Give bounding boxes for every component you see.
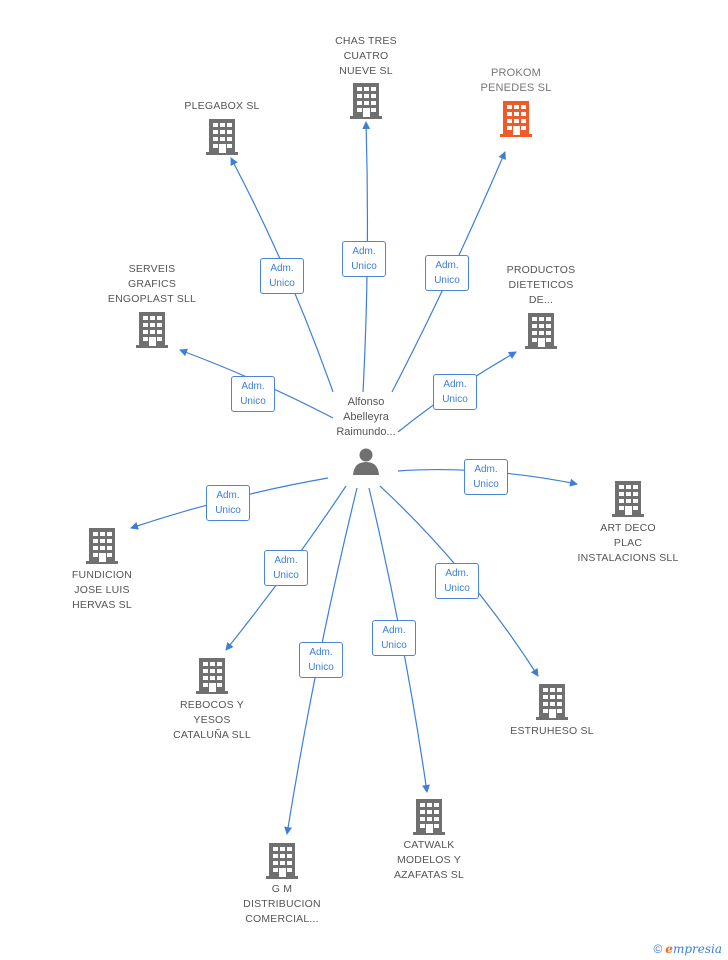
building-icon: [612, 481, 644, 517]
company-name: ART DECO PLAC INSTALACIONS SLL: [577, 522, 679, 564]
center-person[interactable]: Alfonso Abelleyra Raimundo...: [320, 395, 412, 476]
relation-badge-serveis[interactable]: Adm. Unico: [231, 376, 275, 412]
person-name: Alfonso Abelleyra Raimundo...: [336, 396, 396, 438]
building-icon: [136, 312, 168, 348]
company-name: REBOCOS Y YESOS CATALUÑA SLL: [173, 699, 251, 741]
company-serveis[interactable]: SERVEIS GRAFICS ENGOPLAST SLL: [90, 262, 214, 348]
company-gm[interactable]: G M DISTRIBUCION COMERCIAL...: [222, 843, 342, 927]
brand-logo-initial: e: [665, 942, 673, 956]
building-icon: [350, 83, 382, 119]
company-name: PROKOM PENEDES SL: [480, 67, 552, 94]
company-name: FUNDICION JOSE LUIS HERVAS SL: [71, 569, 133, 611]
building-icon: [86, 528, 118, 564]
company-name: PLEGABOX SL: [184, 100, 260, 112]
building-icon: [500, 101, 532, 137]
relation-badge-catwalk[interactable]: Adm. Unico: [372, 620, 416, 656]
relation-badge-fundicion[interactable]: Adm. Unico: [206, 485, 250, 521]
company-name: G M DISTRIBUCION COMERCIAL...: [243, 883, 321, 925]
relation-badge-gm[interactable]: Adm. Unico: [299, 642, 343, 678]
building-icon: [536, 684, 568, 720]
relation-badge-chas[interactable]: Adm. Unico: [342, 241, 386, 277]
brand-logo-text: mpresia: [672, 942, 722, 956]
company-name: CATWALK MODELOS Y AZAFATAS SL: [393, 839, 465, 881]
company-catwalk[interactable]: CATWALK MODELOS Y AZAFATAS SL: [369, 799, 489, 883]
person-icon: [353, 448, 379, 475]
building-icon: [206, 119, 238, 155]
brand-footer[interactable]: ©empresia: [653, 942, 722, 956]
company-chas[interactable]: CHAS TRES CUATRO NUEVE SL: [306, 34, 426, 119]
building-icon: [196, 658, 228, 694]
relation-badge-plegabox[interactable]: Adm. Unico: [260, 258, 304, 294]
company-fundicion[interactable]: FUNDICION JOSE LUIS HERVAS SL: [42, 528, 162, 613]
relation-badge-rebocos[interactable]: Adm. Unico: [264, 550, 308, 586]
company-name: PRODUCTOS DIETETICOS DE...: [506, 264, 576, 306]
relation-badge-productos[interactable]: Adm. Unico: [433, 374, 477, 410]
company-artdeco[interactable]: ART DECO PLAC INSTALACIONS SLL: [562, 481, 694, 566]
company-productos[interactable]: PRODUCTOS DIETETICOS DE...: [481, 263, 601, 349]
company-estruheso[interactable]: ESTRUHESO SL: [492, 684, 612, 739]
company-name: ESTRUHESO SL: [510, 725, 594, 737]
building-icon: [266, 843, 298, 879]
company-prokom[interactable]: PROKOM PENEDES SL: [456, 66, 576, 137]
relation-badge-artdeco[interactable]: Adm. Unico: [464, 459, 508, 495]
relation-badge-estruheso[interactable]: Adm. Unico: [435, 563, 479, 599]
copyright-symbol: ©: [653, 942, 663, 956]
building-icon: [525, 313, 557, 349]
company-plegabox[interactable]: PLEGABOX SL: [162, 99, 282, 155]
company-rebocos[interactable]: REBOCOS Y YESOS CATALUÑA SLL: [152, 658, 272, 743]
relation-badge-prokom[interactable]: Adm. Unico: [425, 255, 469, 291]
building-icon: [413, 799, 445, 835]
company-name: SERVEIS GRAFICS ENGOPLAST SLL: [107, 263, 197, 305]
company-name: CHAS TRES CUATRO NUEVE SL: [335, 35, 397, 77]
